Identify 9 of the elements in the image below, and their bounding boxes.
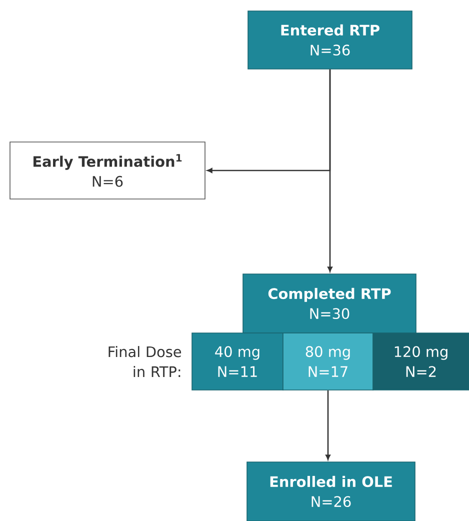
dose-cell: 40 mg N=11 <box>192 332 284 390</box>
dose-cell: 120 mg N=2 <box>372 332 469 390</box>
process-box: Entered RTP N=36 <box>248 10 412 70</box>
arrow <box>328 69 332 272</box>
process-box: Enrolled in OLE N=26 <box>246 462 416 521</box>
dose-cell: 80 mg N=17 <box>282 332 374 390</box>
process-box: Completed RTP N=30 <box>242 274 416 334</box>
exit-box: Early Termination$^{1}$ N=6 <box>10 142 206 200</box>
arrow <box>326 390 330 460</box>
